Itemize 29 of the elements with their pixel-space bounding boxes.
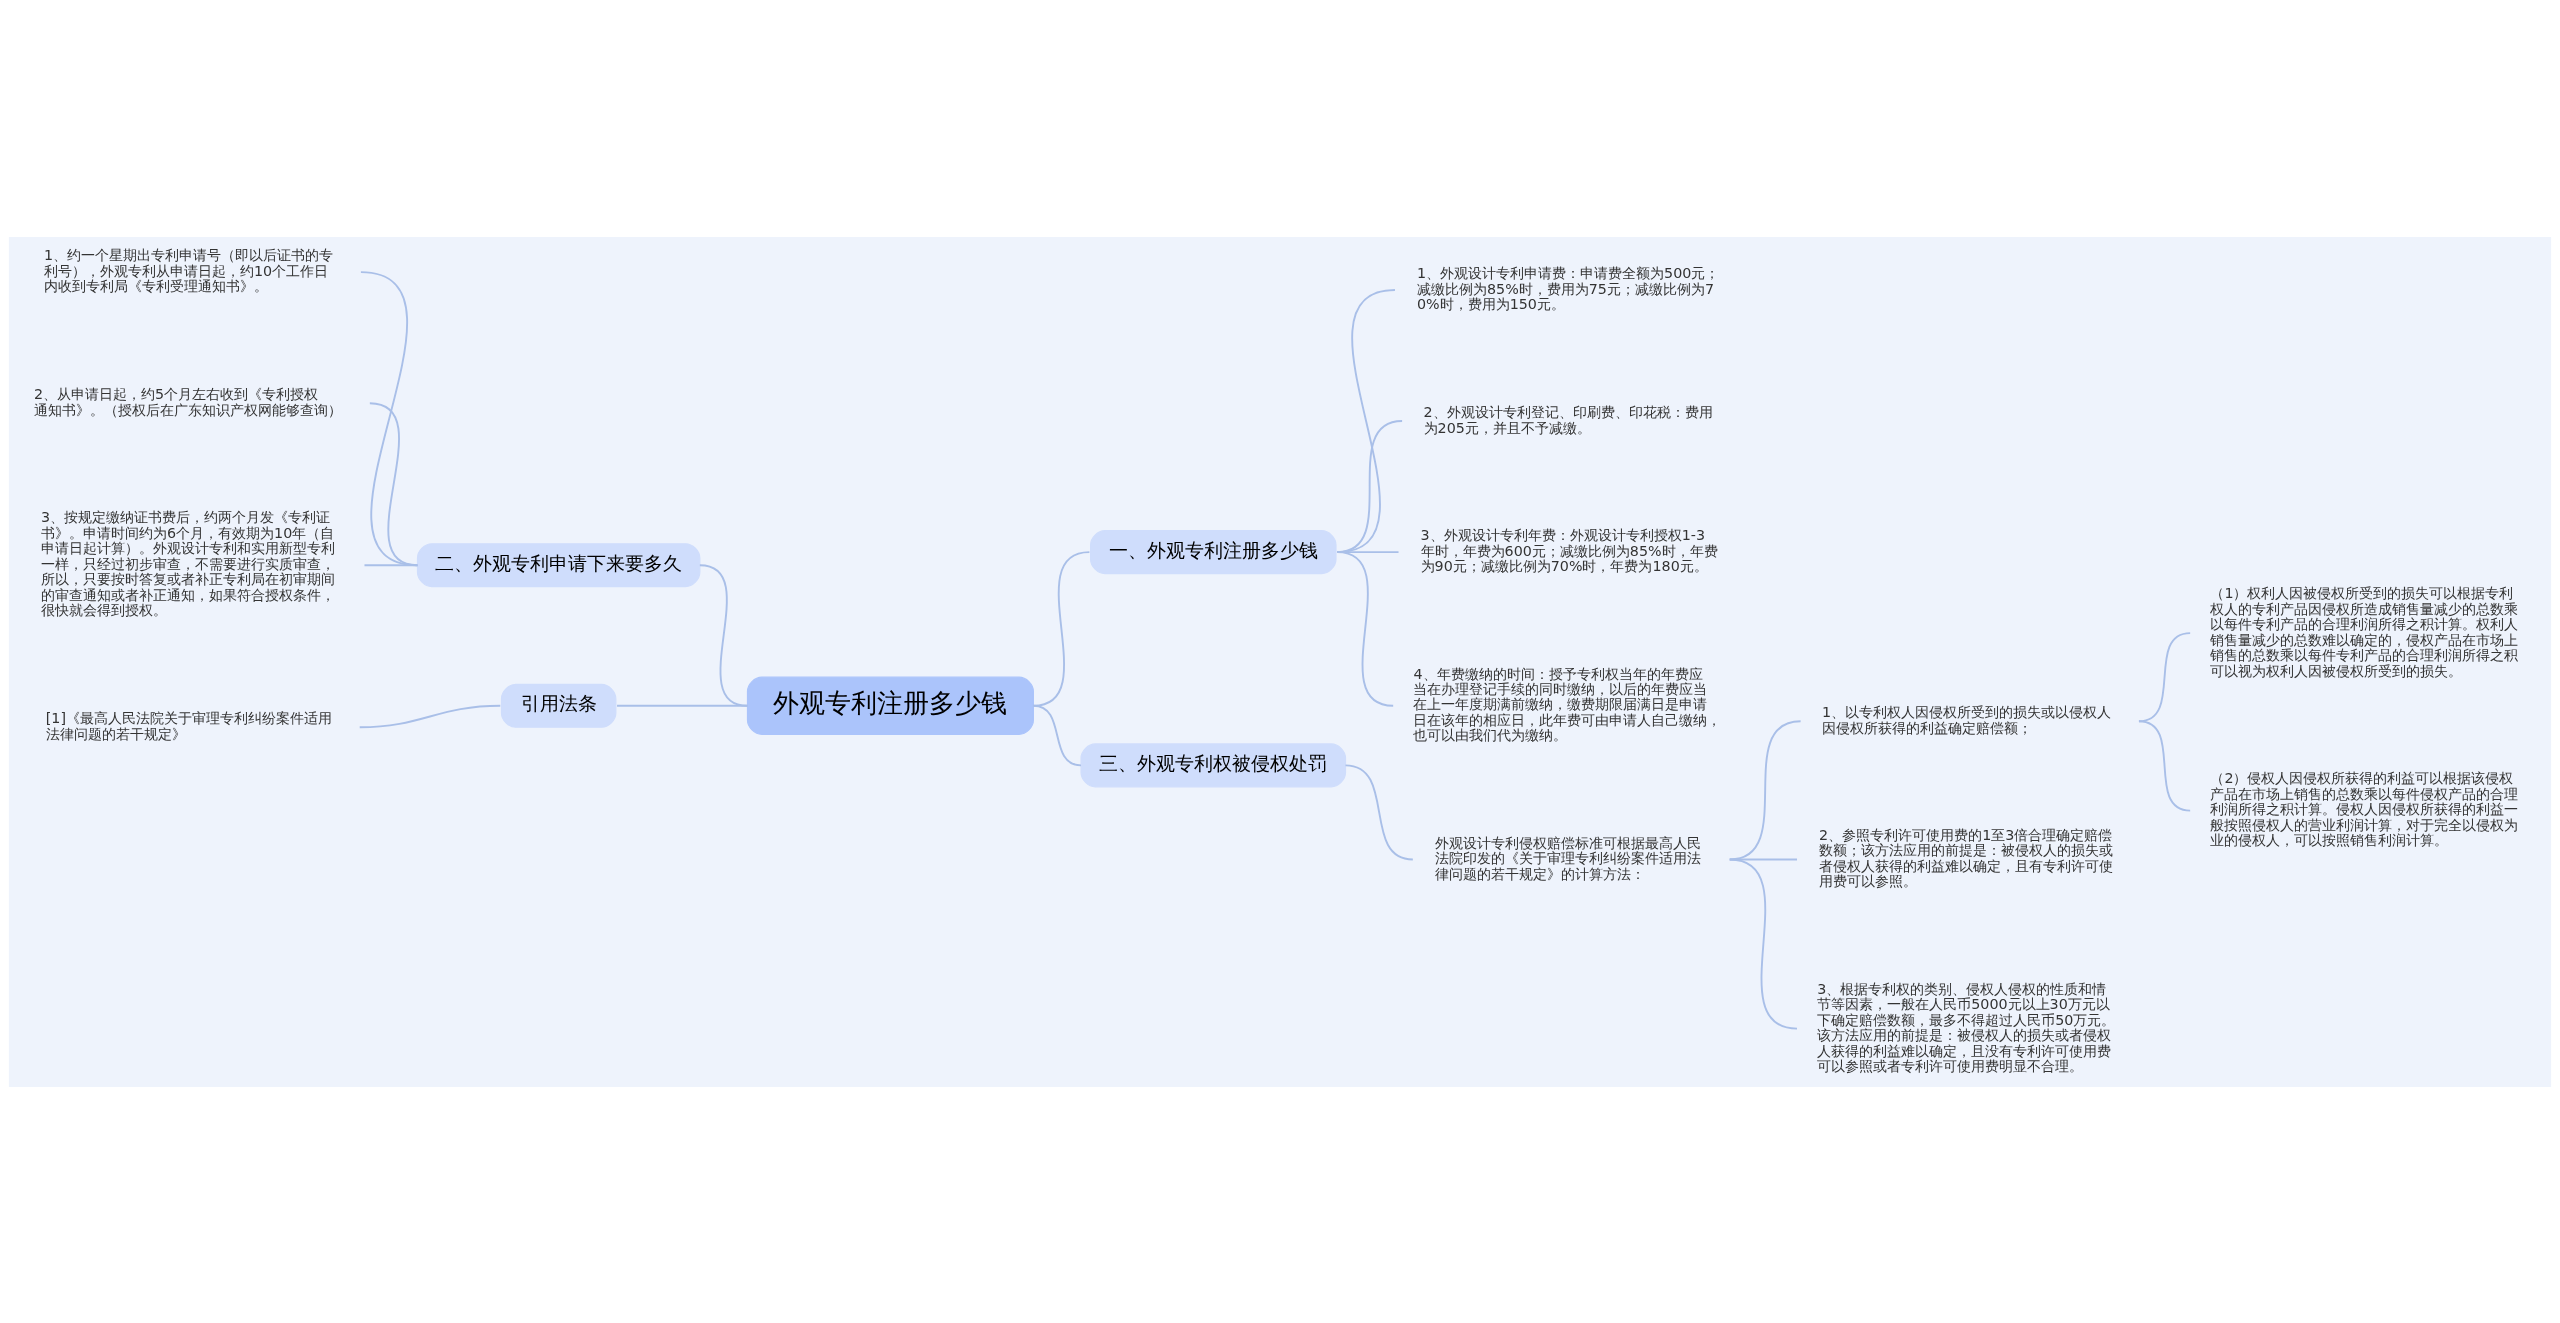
connector	[1728, 719, 1802, 860]
connector	[363, 563, 419, 566]
node-text: 1、外观设计专利申请费：申请费全额为500元；减缴比例为85%时，费用为75元；减缴比例为70%时，费用为150元。	[1417, 264, 1720, 312]
node-text: （2）侵权人因侵权所获得的利益可以根据该侵权产品在市场上销售的总数乘以每件侵权产品的合理利润所得之积计算。侵权人因侵权所获得的利益一般按照侵权人的营业利润计算，对于完全以侵权为业的侵权人，可以按照销售利润计算。	[2210, 769, 2519, 848]
node-text: 1、约一个星期出专利申请号（即以后证书的专利号），外观专利从申请日起，约10个工作日内收到专利局《专利受理通知书》。	[44, 246, 334, 294]
connector	[1032, 704, 1082, 766]
connector	[358, 704, 502, 728]
node-text: 2、外观设计专利登记、印刷费、印花税：费用为205元，并且不予减缴。	[1423, 403, 1713, 435]
node-box: 二、外观专利申请下来要多久	[416, 542, 701, 587]
connector	[1344, 763, 1414, 860]
connector	[1728, 858, 1798, 1030]
node-text: 3、根据专利权的类别、侵权人侵权的性质和情节等因素，一般在人民币5000元以上30万元以下确定赔偿数额，最多不得超过人民币50万元。该方法应用的前提是：被侵权人的损失或者侵权人获得的利益难以确定，且没有专利许可使用费可以参照或者专利许可使用费明显不合理。	[1817, 980, 2116, 1074]
node-box: 三、外观专利权被侵权处罚	[1080, 742, 1347, 787]
node-text: （1）权利人因被侵权所受到的损失可以根据专利权人的专利产品因侵权所造成销售量减少的总数乘以每件专利产品的合理利润所得之积计算。权利人销售量减少的总数难以确定的，侵权产品在市场上销售的总数乘以每件专利产品的合理利润所得之积可以视为权利人因被侵权所受到的损失。	[2210, 584, 2519, 679]
node-box: 一、外观专利注册多少钱	[1090, 529, 1337, 574]
node-text: [1]《最高人民法院关于审理专利纠纷案件适用法律问题的若干规定》	[45, 709, 333, 742]
node-text: 1、以专利权人因侵权所受到的损失或以侵权人因侵权所获得的利益确定赔偿额；	[1822, 703, 2112, 736]
connector	[359, 270, 419, 566]
connector	[1336, 550, 1395, 707]
node-text: 4、年费缴纳的时间：授予专利权当年的年费应当在办理登记手续的同时缴纳，以后的年费应当在上一年度期满前缴纳，缴费期限届满日是申请日在该年的相应日，此年费可由申请人自己缴纳，也可以由我们代为缴纳。	[1413, 665, 1722, 743]
node-text: 外观设计专利侵权赔偿标准可根据最高人民法院印发的《关于审理专利纠纷案件适用法律问题的若干规定》的计算方法：	[1434, 834, 1701, 882]
node-box: 外观专利注册多少钱	[746, 676, 1034, 735]
node-text: 2、参照专利许可使用费的1至3倍合理确定赔偿数额；该方法应用的前提是：被侵权人的损失或者侵权人获得的利益难以确定，且有专利许可使用费可以参照。	[1819, 826, 2114, 889]
node-text: 2、从申请日起，约5个月左右收到《专利授权通知书》。（授权后在广东知识产权网能够查询）	[33, 385, 342, 418]
connector	[616, 704, 749, 707]
node-text: 3、按规定缴纳证书费后，约两个月发《专利证书》。申请时间约为6个月，有效期为10年（自申请日起计算）。外观设计专利和实用新型专利一样，只经过初步审查，不需要进行实质审查，所以，只要按时答复或者补正专利局在初审期间的审查通知或者补正通知，如果符合授权条件，很快就会得到授权。	[41, 508, 336, 618]
node-box: 引用法条	[500, 683, 617, 728]
node-text: 3、外观设计专利年费：外观设计专利授权1-3年时，年费为600元；减缴比例为85%时，年费为90元；减缴比例为70%时，年费为180元。	[1420, 526, 1718, 574]
connector	[2137, 719, 2192, 812]
